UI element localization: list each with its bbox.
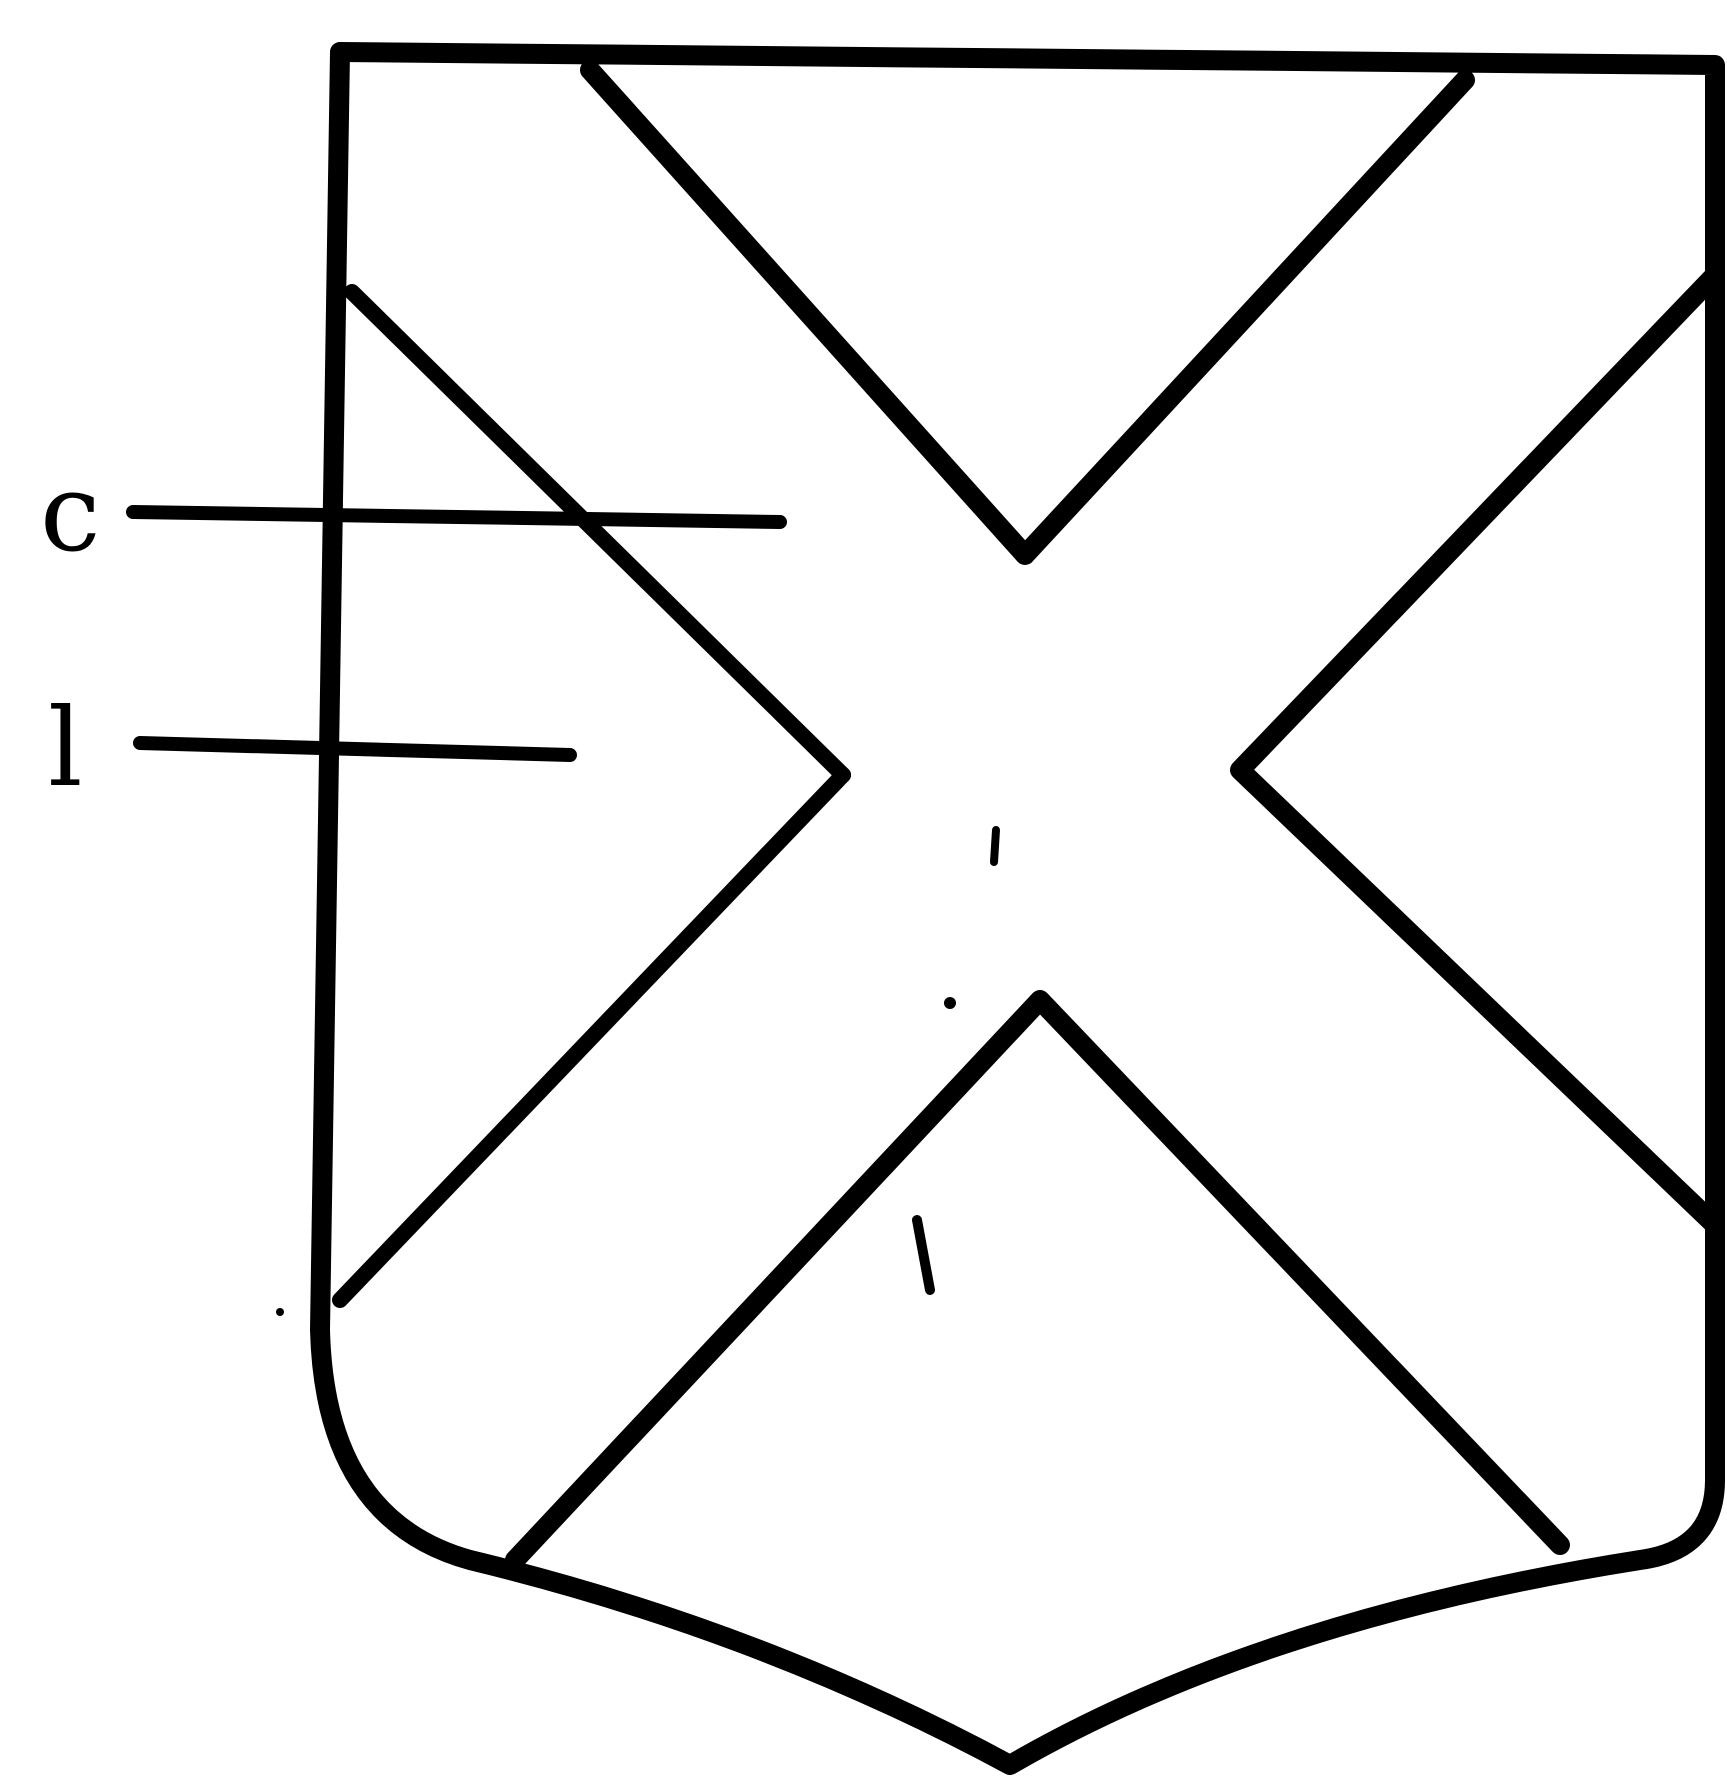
saltire-top-notch: [590, 70, 1465, 555]
saltire-right-notch: [1240, 275, 1715, 1225]
saltire-upper-left-arm-upper-edge: [352, 292, 843, 775]
leader-line-c: [133, 512, 780, 522]
leader-line-l: [140, 743, 570, 755]
shield-outline: [320, 52, 1715, 1765]
stray-dot: [944, 997, 956, 1009]
saltire-bottom-notch: [515, 1000, 1560, 1560]
stray-mark-lower: [917, 1220, 930, 1290]
label-c: c: [40, 451, 101, 576]
saltire-upper-left-arm-lower-edge: [340, 775, 843, 1300]
stray-dot-left: [276, 1308, 284, 1316]
label-l: l: [48, 686, 83, 811]
stray-mark-center: [994, 830, 996, 862]
